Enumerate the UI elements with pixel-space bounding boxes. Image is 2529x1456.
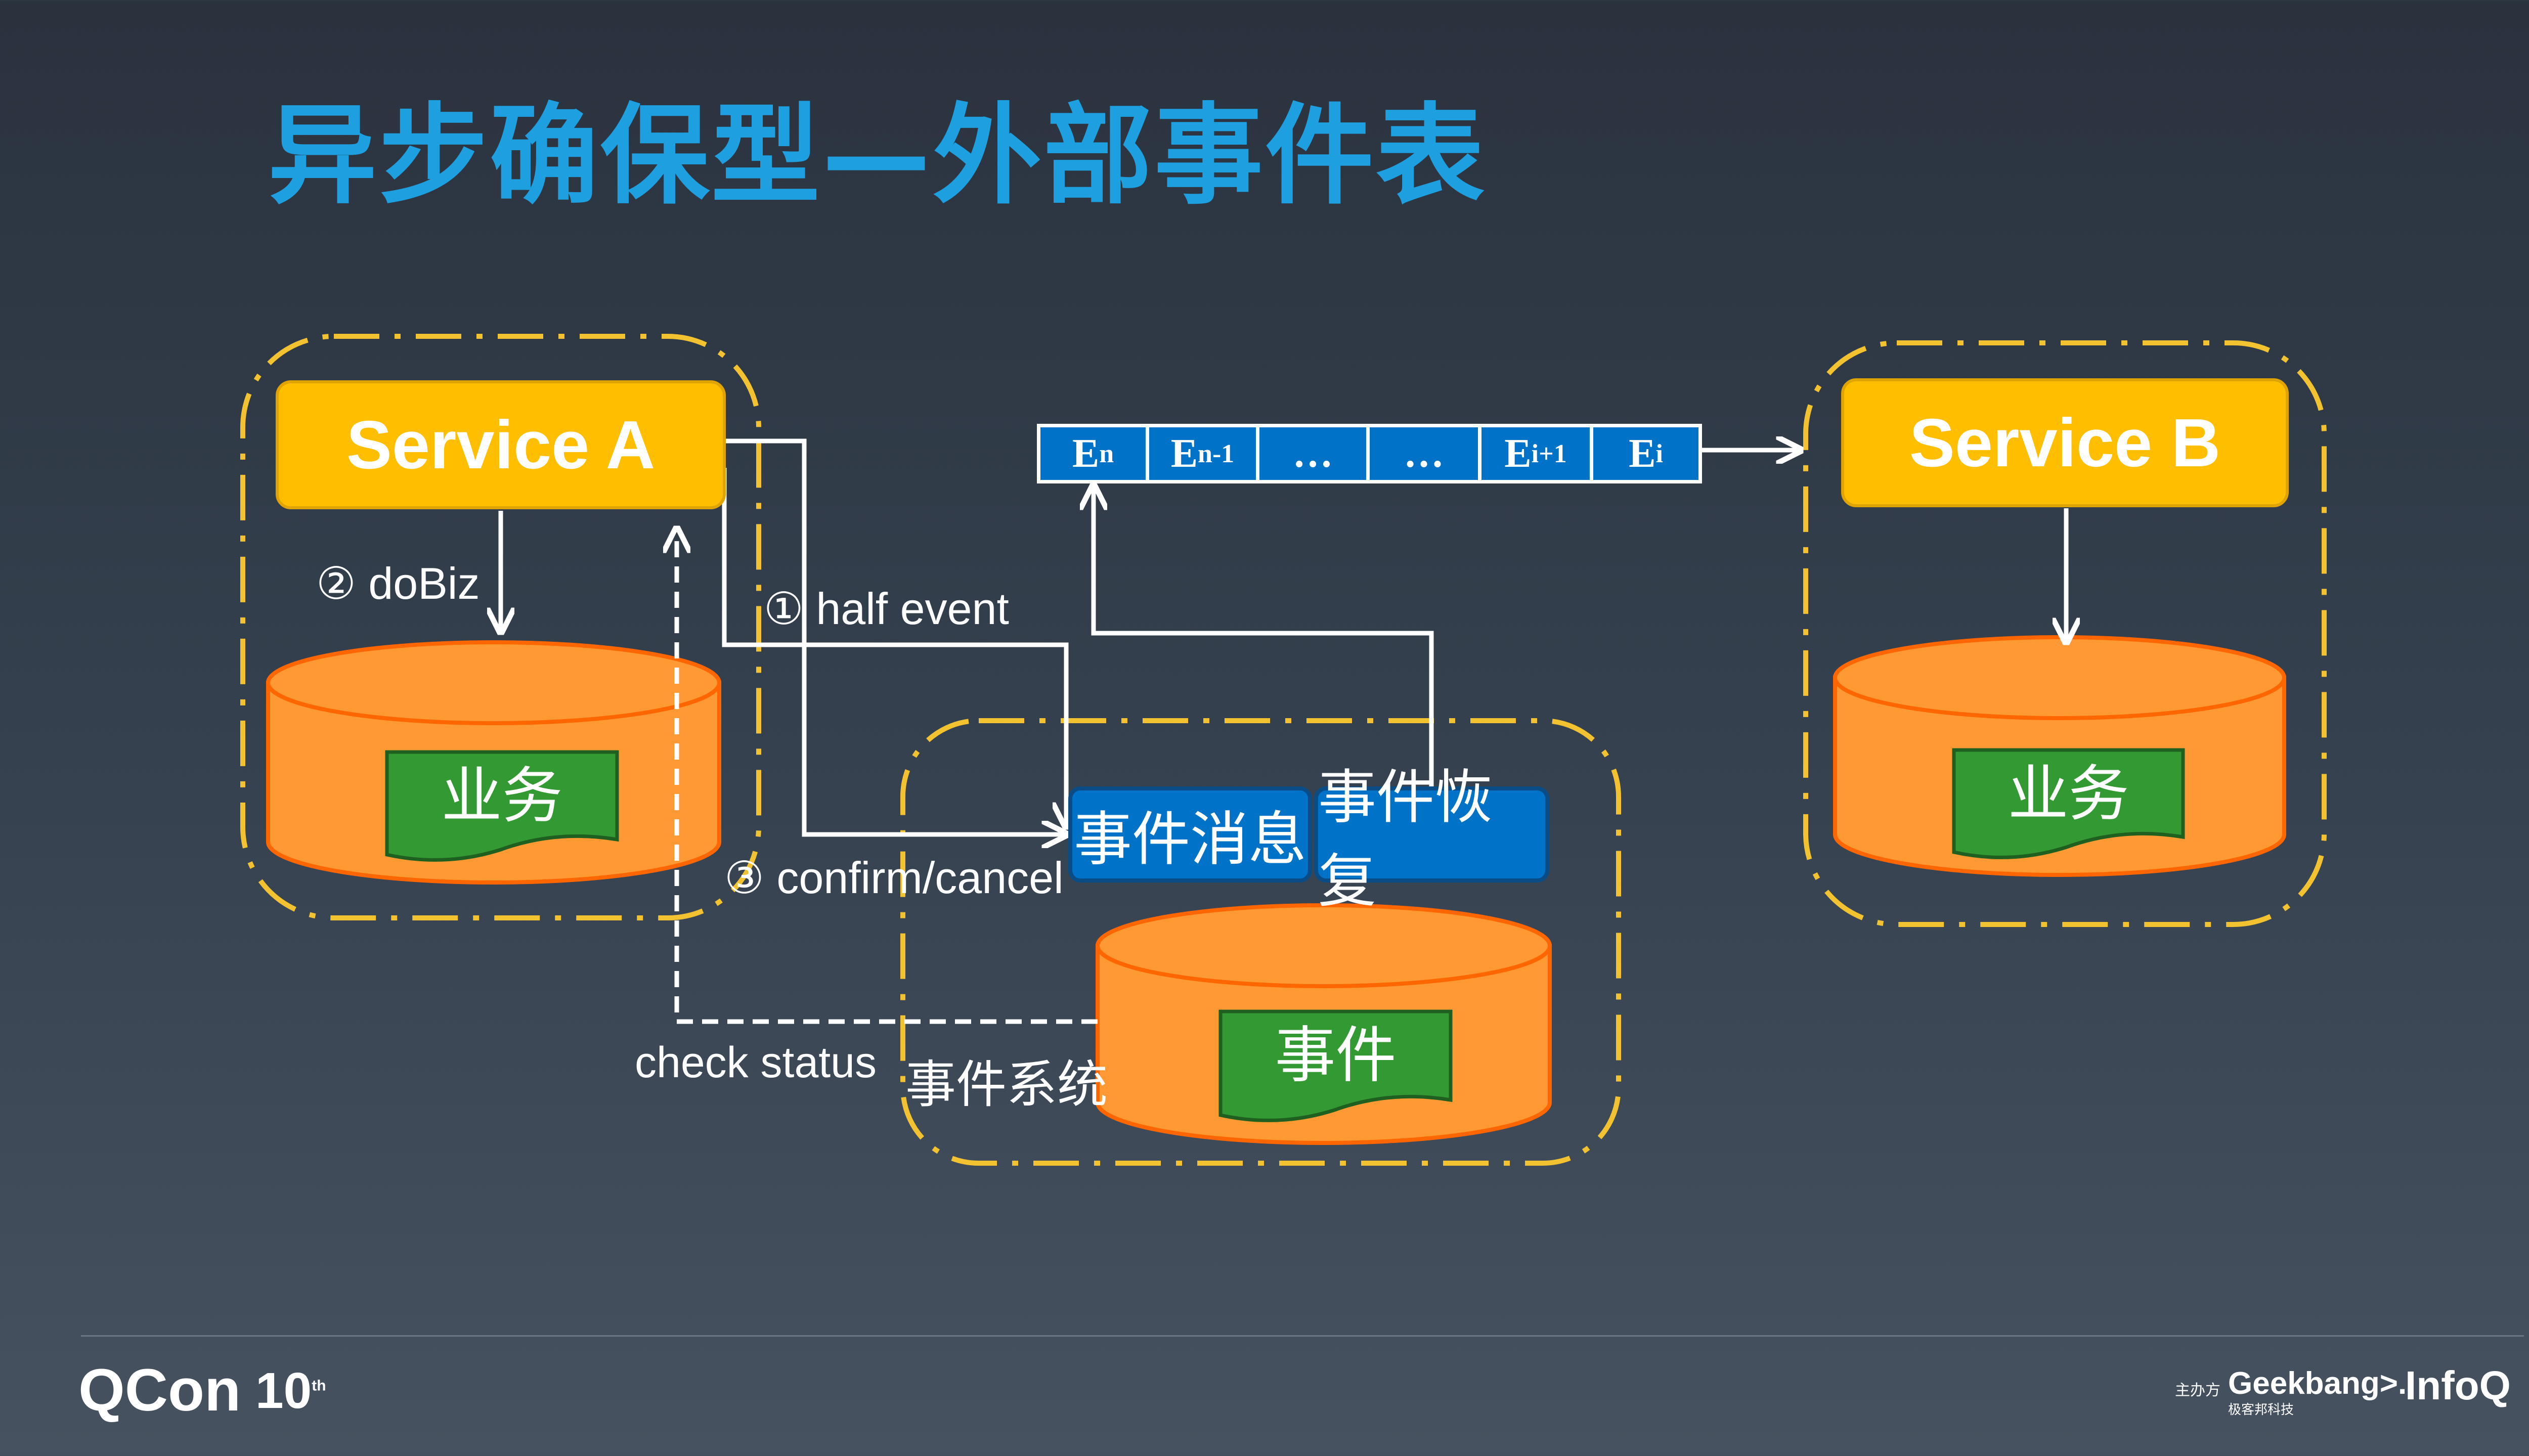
event-recovery-box: 事件恢复 (1314, 764, 1549, 915)
arrow-recovery-to-queue (1094, 486, 1434, 786)
doc-shape-b (1952, 748, 2185, 859)
arrow-half-event (722, 468, 1066, 827)
arrow-check-status (677, 528, 1098, 1024)
slide-title: 异步确保型—外部事件表 (268, 92, 1487, 219)
geekbang-logo: Geekbang>. (2228, 1366, 2407, 1401)
queue-cell-ellipsis-2: … (1366, 424, 1481, 483)
geekbang-subtitle: 极客邦科技 (2228, 1402, 2294, 1418)
label-check-status: check status (635, 1038, 877, 1087)
qcon-10th-logo: 10th (255, 1362, 326, 1419)
event-system-boundary (900, 718, 1621, 1166)
db-b-label: 业务 (2008, 759, 2129, 829)
label-confirm-cancel: ③ confirm/cancel (724, 853, 1064, 903)
event-message-box: 事件消息 (1068, 786, 1312, 883)
doc-shape-event (1218, 1009, 1453, 1122)
label-event-system: 事件系统 (905, 1055, 1108, 1114)
label-half-event: ① half event (764, 584, 1009, 634)
queue-cell-ellipsis-1: … (1256, 424, 1370, 483)
service-a-boundary (240, 334, 761, 920)
organizer-label: 主办方 (2175, 1382, 2220, 1399)
qcon-logo: QCon (78, 1357, 241, 1424)
db-a-label: 业务 (441, 761, 563, 831)
infoq-logo: InfoQ (2405, 1363, 2511, 1408)
service-b-box: Service B (1841, 378, 2289, 507)
service-a-box: Service A (276, 380, 726, 509)
doc-shape-a (385, 750, 619, 862)
service-b-boundary (1803, 340, 2327, 927)
arrow-confirm-cancel (724, 438, 1066, 834)
footer-divider (81, 1335, 2524, 1337)
db-event-label: 事件 (1275, 1020, 1397, 1091)
label-do-biz: ② doBiz (316, 558, 480, 608)
